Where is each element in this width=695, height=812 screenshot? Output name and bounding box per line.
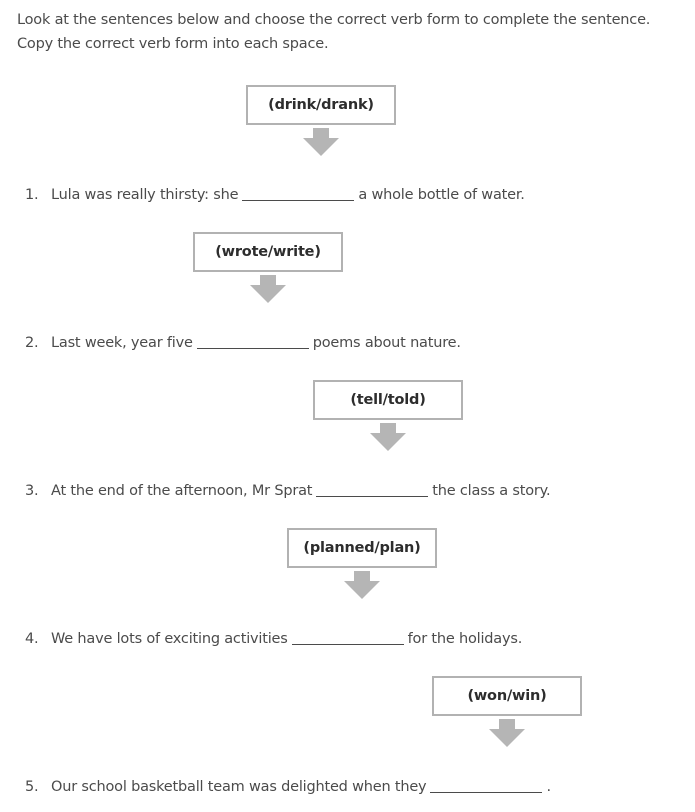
sentence-5: 5. Our school basketball team was delight… [25,776,685,798]
instructions-line-1: Look at the sentences below and choose t… [17,12,651,28]
question-number: 1. [25,187,39,203]
verb-options-label: (planned/plan) [303,540,421,556]
sentence-3: 3. At the end of the afternoon, Mr Sprat t… [25,480,685,502]
sentence-after-blank: the class a story. [432,483,551,499]
verb-options-label: (drink/drank) [268,97,374,113]
verb-options-box: (won/win) [432,676,582,716]
sentence-after-blank: poems about nature. [312,335,461,351]
sentence-after-blank: a whole bottle of water. [358,187,525,203]
sentence-before-blank: We have lots of exciting activities [51,631,288,647]
verb-options-box: (wrote/write) [193,232,343,272]
down-arrow-icon [370,423,406,451]
answer-blank-3[interactable] [316,482,429,497]
verb-options-box: (drink/drank) [246,85,396,125]
verb-options-label: (wrote/write) [215,244,321,260]
down-arrow-icon [250,275,286,303]
down-arrow-icon [489,719,525,747]
sentence-2: 2. Last week, year five poems about nature… [25,332,685,354]
verb-options-label: (won/win) [467,688,547,704]
down-arrow-icon [344,571,380,599]
sentence-after-blank: . [546,779,551,795]
question-number: 2. [25,335,39,351]
sentence-before-blank: At the end of the afternoon, Mr Sprat [51,483,313,499]
answer-blank-5[interactable] [430,778,543,793]
sentence-1: 1. Lula was really thirsty: she a whole bo… [25,184,685,206]
down-arrow-icon [303,128,339,156]
question-number: 5. [25,779,39,795]
verb-options-box: (tell/told) [313,380,463,420]
sentence-4: 4. We have lots of exciting activities for… [25,628,685,650]
question-number: 4. [25,631,39,647]
question-number: 3. [25,483,39,499]
answer-blank-1[interactable] [242,186,355,201]
sentence-after-blank: for the holidays. [407,631,523,647]
verb-options-box: (planned/plan) [287,528,437,568]
verb-options-label: (tell/told) [350,392,426,408]
answer-blank-2[interactable] [196,334,309,349]
instructions: Look at the sentences below and choose t… [17,8,682,56]
sentence-before-blank: Our school basketball team was delighted… [51,779,427,795]
sentence-before-blank: Last week, year five [51,335,193,351]
instructions-line-2: Copy the correct verb form into each spa… [17,36,329,52]
sentence-before-blank: Lula was really thirsty: she [51,187,239,203]
answer-blank-4[interactable] [291,630,404,645]
